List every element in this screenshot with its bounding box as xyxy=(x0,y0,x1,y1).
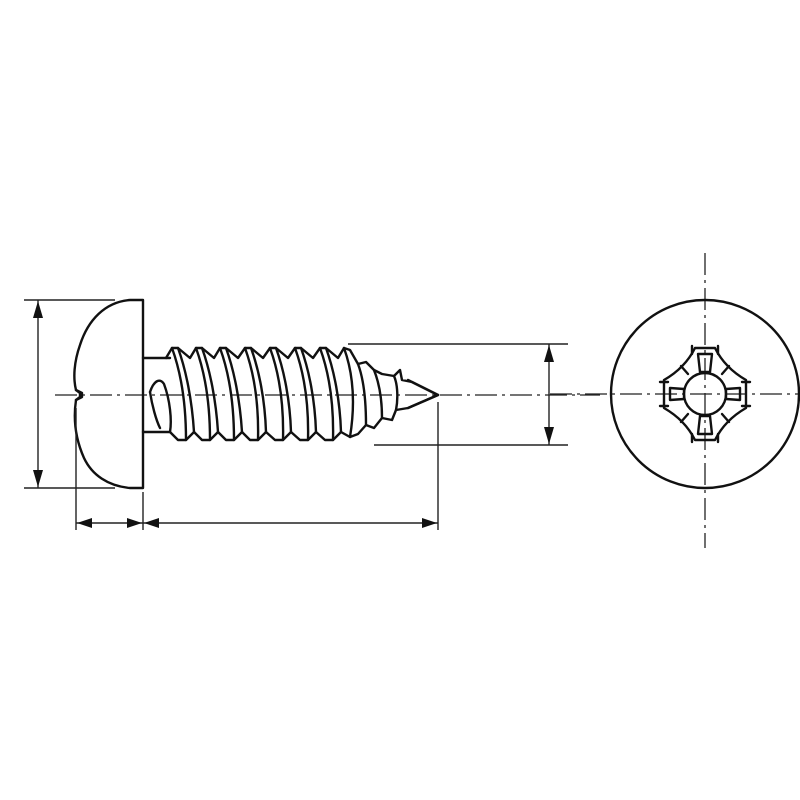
dim-length xyxy=(143,402,439,530)
dim-head-height xyxy=(75,408,144,530)
head-outline-circle xyxy=(609,298,800,490)
head-notch xyxy=(74,388,84,402)
dim-head-diameter xyxy=(24,299,115,489)
thread xyxy=(148,346,440,442)
dimensions xyxy=(24,299,568,530)
screw-head xyxy=(73,298,145,490)
side-view xyxy=(55,298,600,490)
end-view xyxy=(550,253,800,548)
dim-thread-diameter xyxy=(348,343,568,446)
phillips-recess-icon xyxy=(658,344,752,444)
